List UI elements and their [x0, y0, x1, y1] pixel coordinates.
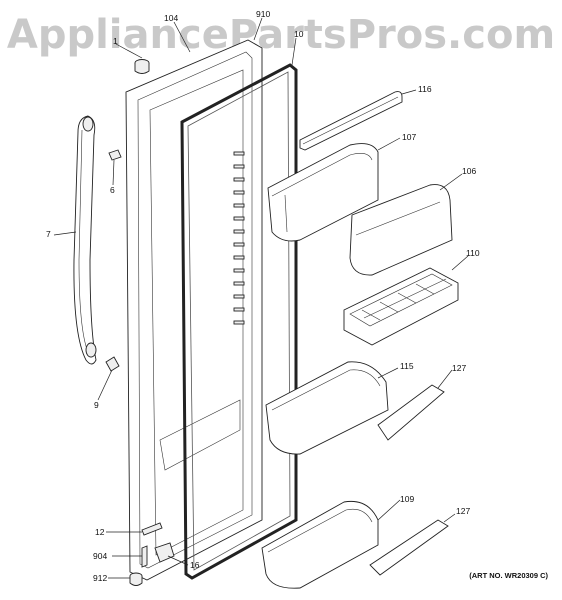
label-109: 109: [400, 494, 414, 504]
label-9: 9: [94, 400, 99, 410]
label-12: 12: [95, 527, 105, 537]
part-10-gasket: [180, 63, 298, 580]
leader-lines: [53, 17, 469, 579]
label-912: 912: [93, 573, 107, 583]
part-110-egg-tray: [343, 267, 459, 346]
label-6: 6: [110, 185, 115, 195]
part-116-rail: [299, 91, 403, 151]
part-7-handle: [73, 115, 97, 365]
label-127-upper: 127: [452, 363, 466, 373]
label-16: 16: [190, 560, 200, 570]
label-104: 104: [164, 13, 178, 23]
part-107-bin: [267, 143, 379, 242]
part-104-door: [125, 39, 263, 581]
part-1-cap: [134, 59, 150, 74]
part-912-cap: [129, 572, 143, 586]
art-number: (ART NO. WR20309 C): [469, 571, 548, 580]
label-110: 110: [466, 248, 480, 258]
label-115: 115: [400, 361, 414, 371]
door-rack-marks: [233, 151, 245, 325]
part-9-plug: [105, 356, 120, 372]
label-10: 10: [294, 29, 304, 39]
part-109-bin: [261, 500, 379, 589]
part-127-trim-lower: [369, 519, 449, 576]
part-127-trim-upper: [377, 384, 445, 441]
part-106-cover: [349, 184, 453, 276]
part-12-bracket: [141, 522, 163, 536]
label-910: 910: [256, 9, 270, 19]
label-7: 7: [46, 229, 51, 239]
part-6-plug: [108, 149, 122, 161]
label-904: 904: [93, 551, 107, 561]
label-1: 1: [113, 36, 118, 46]
label-127-lower: 127: [456, 506, 470, 516]
watermark-text: AppliancePartsPros.com: [7, 12, 555, 58]
part-115-bin: [265, 361, 389, 455]
label-116: 116: [418, 84, 432, 94]
part-904-pin: [141, 545, 148, 568]
part-16-hinge: [154, 542, 175, 563]
label-106: 106: [462, 166, 476, 176]
label-107: 107: [402, 132, 416, 142]
